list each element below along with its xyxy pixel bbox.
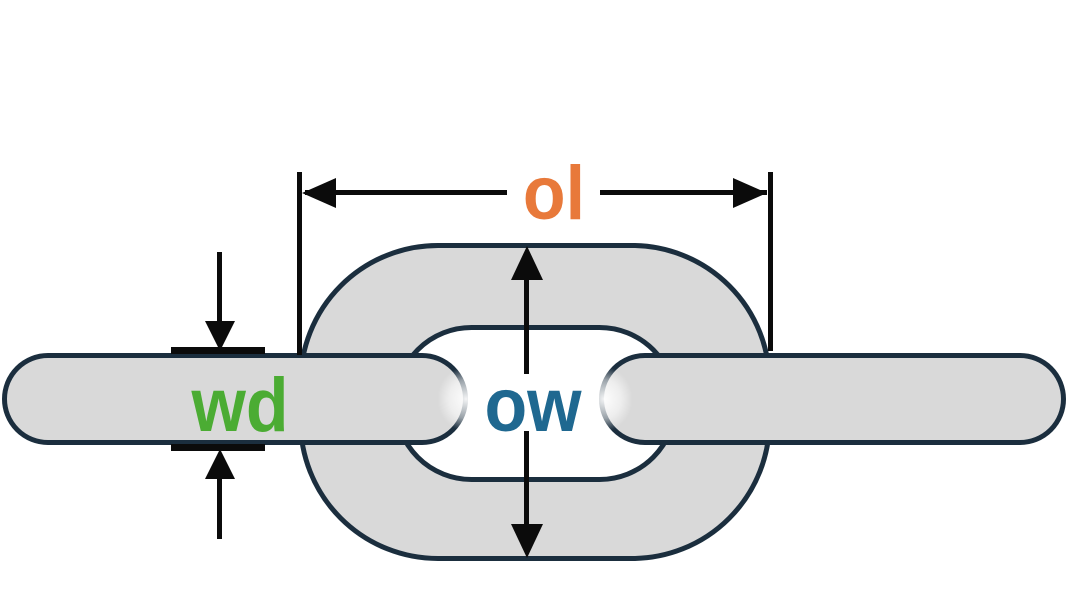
wd-arrow-shaft-lower <box>217 477 222 539</box>
outer-width-label: ow <box>484 363 582 448</box>
ol-extension-line-left <box>297 172 302 355</box>
wd-tick-mark-top <box>171 347 265 354</box>
wire-diameter-label: wd <box>191 363 289 448</box>
ol-dimension-line-left <box>305 190 507 195</box>
outer-length-label: ol <box>522 151 586 236</box>
ow-arrowhead-up-icon <box>511 246 543 280</box>
ow-arrow-shaft-upper <box>524 278 529 374</box>
left-chain-link <box>2 353 468 445</box>
wd-arrowhead-down-icon <box>205 321 235 351</box>
wd-arrow-shaft-upper <box>217 252 222 324</box>
ow-arrowhead-down-icon <box>511 524 543 558</box>
right-chain-link <box>599 353 1066 445</box>
ow-arrow-shaft-lower <box>524 431 529 525</box>
ol-dimension-line-right <box>600 190 767 195</box>
ol-extension-line-right <box>768 172 773 351</box>
ol-arrowhead-right-icon <box>733 178 767 208</box>
ol-arrowhead-left-icon <box>302 178 336 208</box>
wd-arrowhead-up-icon <box>205 449 235 479</box>
wd-tick-mark-bottom <box>171 444 265 451</box>
